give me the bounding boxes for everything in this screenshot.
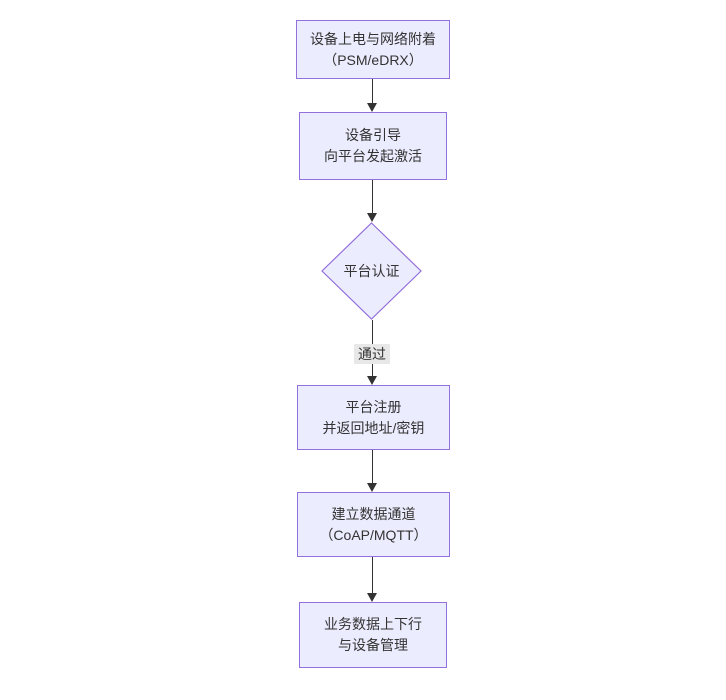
node-device-bootstrap-activate: 设备引导 向平台发起激活 [299,112,447,180]
arrow-down-icon [367,213,377,222]
arrow-down-icon [367,483,377,492]
arrow-down-icon [367,103,377,112]
edge-label-pass: 通过 [354,344,390,364]
node-label-line: 设备上电与网络附着 [310,30,436,47]
arrow-down-icon [367,376,377,385]
edge-line [371,79,373,104]
node-label-line: 业务数据上下行 [324,616,422,632]
decision-platform-auth: 平台认证 [321,222,422,320]
edge-line [371,557,373,594]
node-label-line: 平台注册 [345,398,402,415]
node-label-line: （CoAP/MQTT） [319,526,428,543]
arrow-down-icon [367,593,377,602]
node-label-line: （PSM/eDRX） [323,51,423,68]
node-business-data-device-mgmt: 业务数据上下行 与设备管理 [299,602,447,668]
node-device-power-network-attach: 设备上电与网络附着 （PSM/eDRX） [296,20,450,79]
decision-label: 平台认证 [343,263,400,279]
node-label-line: 向平台发起激活 [324,148,422,164]
edge-line [371,450,373,484]
node-label-line: 建立数据通道 [331,505,416,522]
node-data-channel: 建立数据通道 （CoAP/MQTT） [297,492,450,557]
node-label-line: 并返回地址/密钥 [322,419,425,436]
edge-line [371,180,373,214]
node-label-line: 设备引导 [345,127,401,143]
node-platform-register: 平台注册 并返回地址/密钥 [297,385,450,450]
diamond-shape [321,222,422,320]
node-label-line: 与设备管理 [338,637,408,653]
